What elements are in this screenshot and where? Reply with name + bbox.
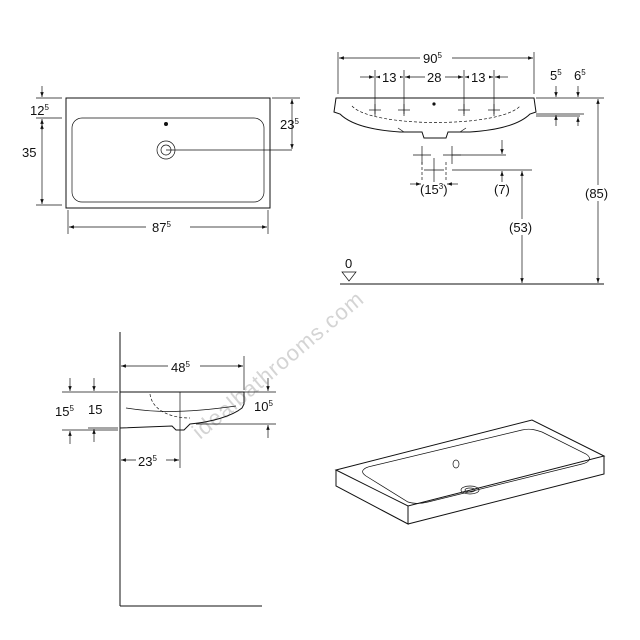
dim-spacing-right: 13 (471, 70, 485, 85)
isometric-view (334, 419, 606, 525)
dim-width-bottom: 875 (152, 220, 171, 235)
dim-height-left: 35 (22, 145, 36, 160)
basin-bowl-iso (362, 428, 590, 504)
dim-top-margin: 125 (30, 103, 49, 118)
top-view: 125 35 875 235 (22, 86, 300, 235)
dim-outer-height: 155 (55, 404, 74, 419)
dim-height-waste: (53) (509, 220, 532, 235)
dim-depth: 485 (171, 360, 190, 375)
tap-hole-mark (164, 122, 168, 126)
dim-tap-offset: 235 (280, 117, 299, 132)
basin-top-face (334, 419, 606, 507)
dim-waste-drop: (7) (494, 182, 510, 197)
dim-inner-height: 15 (88, 402, 102, 417)
dim-right-b: 65 (574, 68, 586, 83)
basin-outline-top (65, 97, 271, 209)
dim-overall-width: 905 (423, 51, 442, 66)
tap-hole-iso (452, 459, 460, 469)
dim-height-overall: (85) (585, 186, 608, 201)
bowl-outline-top (71, 117, 265, 203)
floor-level-label: 0 (345, 256, 352, 271)
dim-spacing-mid: 28 (427, 70, 441, 85)
basin-outline-front (333, 97, 537, 139)
dim-waste-offset: (153) (420, 182, 448, 197)
dim-waste-distance: 235 (138, 454, 157, 469)
front-view: 905 13 28 13 (333, 49, 612, 285)
basin-outline-side (119, 391, 245, 431)
dim-spacing-left: 13 (382, 70, 396, 85)
waste-iso (460, 485, 480, 495)
side-view: 485 155 15 105 235 (55, 332, 276, 607)
dim-bowl-depth: 105 (254, 399, 273, 414)
dim-right-a: 55 (550, 68, 562, 83)
